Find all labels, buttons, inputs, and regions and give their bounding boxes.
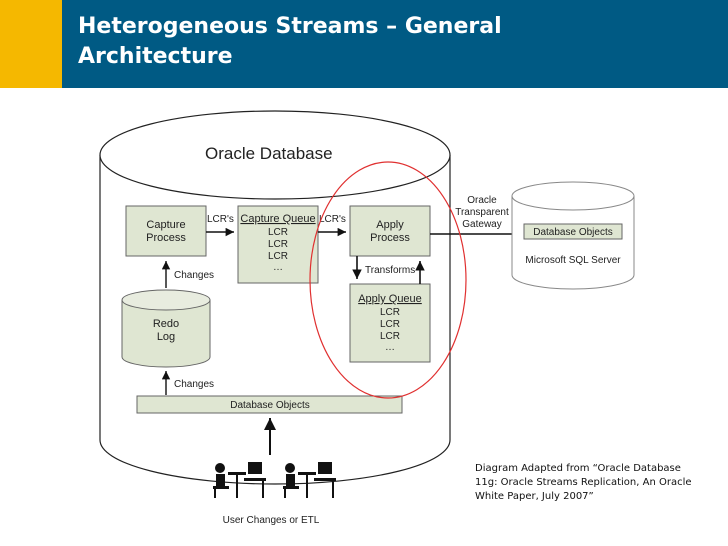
redo-log-cylinder <box>121 289 211 368</box>
capture-queue-item: LCR <box>268 251 288 262</box>
sql-server-objects-label: Database Objects <box>533 227 613 238</box>
apply-queue-item: … <box>385 342 395 353</box>
changes-label-2: Changes <box>174 379 214 390</box>
capture-process-box <box>125 205 207 257</box>
sql-server-label: Microsoft SQL Server <box>525 255 621 266</box>
database-objects-label: Database Objects <box>230 400 310 411</box>
source-caption: Diagram Adapted from “Oracle Database 11… <box>475 462 715 504</box>
caption-line-2: 11g: Oracle Streams Replication, An Orac… <box>475 477 692 488</box>
caption-line-1: Diagram Adapted from “Oracle Database <box>475 463 681 474</box>
users-label: User Changes or ETL <box>223 515 320 526</box>
database-objects-bar <box>136 395 403 414</box>
capture-queue-item: LCR <box>268 239 288 250</box>
capture-queue-title: Capture Queue <box>240 213 315 225</box>
gateway-label-2: Transparent <box>455 207 509 218</box>
apply-process-label-2: Process <box>370 232 410 244</box>
header-accent-bar <box>0 0 62 88</box>
gateway-label-3: Gateway <box>462 219 501 230</box>
apply-queue-title: Apply Queue <box>358 293 422 305</box>
apply-process-label-1: Apply <box>376 219 404 231</box>
caption-line-3: White Paper, July 2007” <box>475 491 594 502</box>
apply-queue-item: LCR <box>380 331 400 342</box>
redo-log-label-2: Log <box>157 331 175 343</box>
transforms-label: Transforms <box>365 265 415 276</box>
apply-queue-item: LCR <box>380 319 400 330</box>
capture-queue-item: … <box>273 262 283 273</box>
oracle-database-label: Oracle Database <box>205 144 333 163</box>
gateway-label-1: Oracle <box>467 195 497 206</box>
users-at-computers-icon <box>213 462 336 498</box>
sql-server-cylinder <box>511 181 635 290</box>
apply-process-box <box>349 205 431 257</box>
slide-header <box>0 0 728 88</box>
capture-process-label-1: Capture <box>146 219 185 231</box>
changes-label-1: Changes <box>174 270 214 281</box>
lcrs-label-2: LCR's <box>319 214 346 225</box>
lcrs-label-1: LCR's <box>207 214 234 225</box>
apply-queue-box <box>349 283 431 363</box>
sql-server-objects-box <box>523 223 623 240</box>
apply-queue-item: LCR <box>380 307 400 318</box>
slide-title: Heterogeneous Streams – General Architec… <box>78 12 678 72</box>
capture-queue-box <box>237 205 319 284</box>
redo-log-label-1: Redo <box>153 318 179 330</box>
slide-title-line-1: Heterogeneous Streams – General <box>78 14 502 39</box>
slide-title-line-2: Architecture <box>78 44 233 69</box>
highlight-circle <box>309 161 467 399</box>
capture-process-label-2: Process <box>146 232 186 244</box>
architecture-diagram: Oracle Database Capture Process Capture … <box>99 110 635 526</box>
capture-queue-item: LCR <box>268 227 288 238</box>
